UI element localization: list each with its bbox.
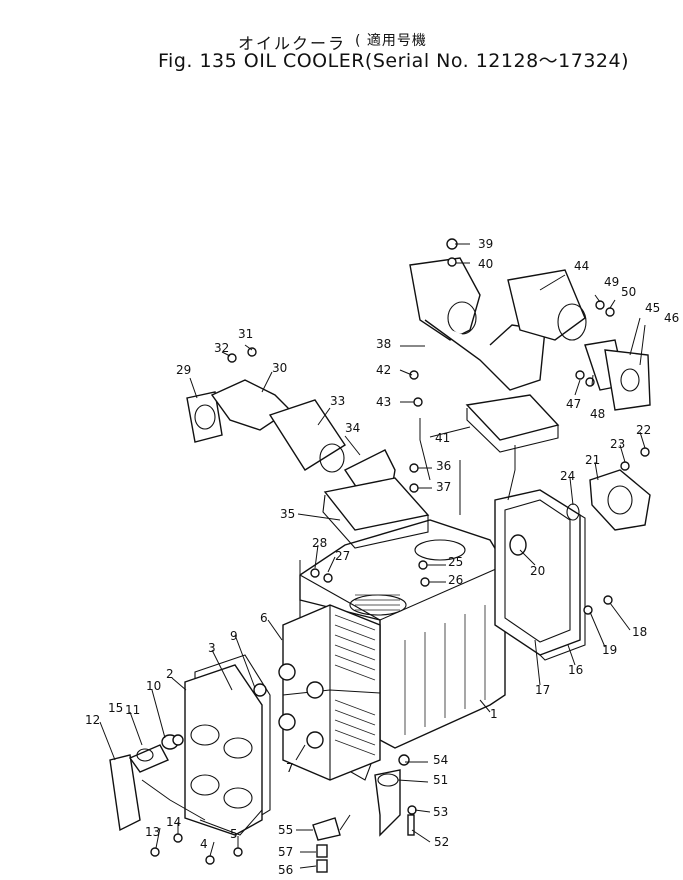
- part-label-30: 30: [272, 361, 287, 375]
- part-label-16: 16: [568, 663, 583, 677]
- part-label-22: 22: [636, 423, 651, 437]
- lower-pipe: [109, 734, 179, 832]
- part-label-10: 10: [146, 679, 161, 693]
- title-japanese-serial: ( 適用号機: [355, 33, 427, 49]
- part-label-4: 4: [200, 837, 208, 851]
- part-label-44: 44: [574, 259, 589, 273]
- part-label-37: 37: [436, 480, 451, 494]
- part-label-28: 28: [312, 536, 327, 550]
- part-label-52: 52: [434, 835, 449, 849]
- leader-lines: [99, 243, 646, 869]
- part-label-21: 21: [585, 453, 600, 467]
- part-label-33: 33: [330, 394, 345, 408]
- top-pipe-assembly: [409, 257, 651, 453]
- part-label-47: 47: [566, 397, 581, 411]
- part-label-31: 31: [238, 327, 253, 341]
- part-label-26: 26: [448, 573, 463, 587]
- part-label-15: 15: [108, 701, 123, 715]
- part-label-1: 1: [490, 707, 498, 721]
- part-label-40: 40: [478, 257, 493, 271]
- left-pipe-assembly: [186, 379, 430, 549]
- part-label-42: 42: [376, 363, 391, 377]
- part-label-29: 29: [176, 363, 191, 377]
- part-label-43: 43: [376, 395, 391, 409]
- part-label-54: 54: [433, 753, 448, 767]
- part-label-23: 23: [610, 437, 625, 451]
- drain-valve: [312, 769, 415, 873]
- part-label-36: 36: [436, 459, 451, 473]
- part-label-46: 46: [664, 311, 679, 325]
- part-label-53: 53: [433, 805, 448, 819]
- part-label-56: 56: [278, 863, 293, 877]
- part-label-45: 45: [645, 301, 660, 315]
- part-label-6: 6: [260, 611, 268, 625]
- part-label-32: 32: [214, 341, 229, 355]
- part-label-2: 2: [166, 667, 174, 681]
- part-label-7: 7: [286, 761, 294, 775]
- figure-title: Fig. 135 OIL COOLER(Serial No. 12128～173…: [158, 50, 630, 72]
- part-label-27: 27: [335, 549, 350, 563]
- part-label-25: 25: [448, 555, 463, 569]
- part-label-5: 5: [230, 827, 238, 841]
- part-number-labels: 1234567910111213141516171819202122232425…: [85, 237, 679, 877]
- part-label-14: 14: [166, 815, 181, 829]
- part-label-49: 49: [604, 275, 619, 289]
- part-label-57: 57: [278, 845, 293, 859]
- cooler-housing: [294, 519, 506, 781]
- part-label-34: 34: [345, 421, 360, 435]
- title-japanese: オイルクーラ: [238, 34, 347, 53]
- part-label-3: 3: [208, 641, 216, 655]
- part-label-39: 39: [478, 237, 493, 251]
- part-label-35: 35: [280, 507, 295, 521]
- part-label-18: 18: [632, 625, 647, 639]
- part-label-48: 48: [590, 407, 605, 421]
- part-label-19: 19: [602, 643, 617, 657]
- cover-plate: [184, 654, 271, 836]
- part-label-41: 41: [435, 431, 450, 445]
- part-label-20: 20: [530, 564, 545, 578]
- cooler-core: [278, 604, 381, 781]
- part-label-55: 55: [278, 823, 293, 837]
- side-cover: [494, 489, 586, 661]
- part-label-50: 50: [621, 285, 636, 299]
- part-label-51: 51: [433, 773, 448, 787]
- part-label-12: 12: [85, 713, 100, 727]
- part-label-13: 13: [145, 825, 160, 839]
- part-label-38: 38: [376, 337, 391, 351]
- part-label-17: 17: [535, 683, 550, 697]
- part-label-24: 24: [560, 469, 575, 483]
- part-label-11: 11: [125, 703, 140, 717]
- part-label-9: 9: [230, 629, 238, 643]
